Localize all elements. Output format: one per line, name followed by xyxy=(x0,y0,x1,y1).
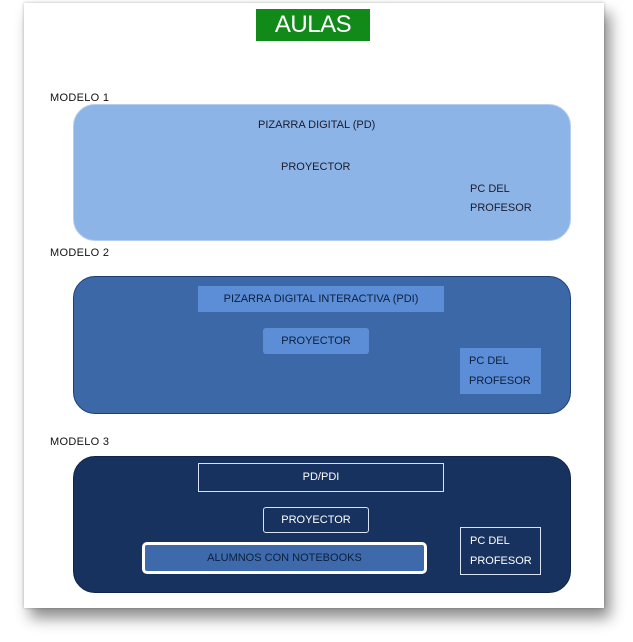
modelo-1-pizarra: PIZARRA DIGITAL (PD) xyxy=(258,119,376,131)
modelo-3-pc-line1: PC DEL xyxy=(470,535,510,547)
modelo-3-pizarra-box: PD/PDI xyxy=(198,463,444,492)
modelo-2-panel: PIZARRA DIGITAL INTERACTIVA (PDI) PROYEC… xyxy=(73,276,571,414)
modelo-1-panel: PIZARRA DIGITAL (PD) PROYECTOR PC DEL PR… xyxy=(73,104,571,241)
modelo-1-label: MODELO 1 xyxy=(50,92,110,104)
modelo-2-pc-line1: PC DEL xyxy=(469,355,509,367)
modelo-2-label: MODELO 2 xyxy=(50,247,110,259)
modelo-3-alumnos-box: ALUMNOS CON NOTEBOOKS xyxy=(142,542,427,574)
modelo-1-pc-line2: PROFESOR xyxy=(470,202,532,214)
modelo-3-proyector-box: PROYECTOR xyxy=(263,507,369,533)
modelo-3-panel: PD/PDI PROYECTOR ALUMNOS CON NOTEBOOKS P… xyxy=(73,456,571,593)
page-title: AULAS TIC xyxy=(256,9,370,70)
modelo-3-pc-box: PC DEL PROFESOR xyxy=(460,527,541,575)
modelo-2-pizarra-box: PIZARRA DIGITAL INTERACTIVA (PDI) xyxy=(198,286,444,312)
modelo-1-pc-line1: PC DEL xyxy=(470,183,510,195)
modelo-1-proyector: PROYECTOR xyxy=(281,161,351,173)
modelo-3-label: MODELO 3 xyxy=(50,436,110,448)
modelo-2-pc-line2: PROFESOR xyxy=(469,375,531,387)
modelo-3-pc-line2: PROFESOR xyxy=(470,555,532,567)
modelo-2-proyector-box: PROYECTOR xyxy=(263,328,369,354)
modelo-2-pc-box: PC DEL PROFESOR xyxy=(460,348,541,394)
